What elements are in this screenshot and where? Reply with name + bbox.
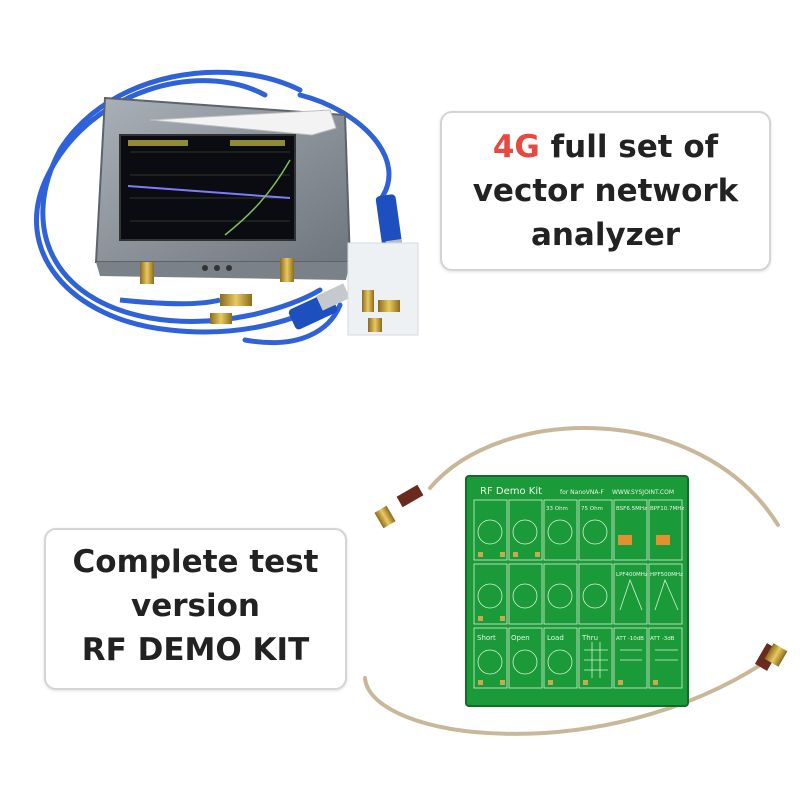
svg-text:LPF400MHz: LPF400MHz [616, 572, 648, 578]
board-website: WWW.SYSJOINT.COM [612, 489, 674, 496]
svg-text:BPF10.7MHz: BPF10.7MHz [650, 506, 684, 512]
svg-text:33 Ohm: 33 Ohm [546, 506, 568, 512]
sma-port-1 [140, 262, 154, 284]
svg-text:BSF6.5MHz: BSF6.5MHz [616, 506, 647, 512]
filter-component [618, 535, 632, 545]
rf-demo-kit: RF Demo Kit for NanoVNA-F WWW.SYSJOINT.C… [363, 426, 788, 736]
svg-text:ATT -10dB: ATT -10dB [616, 636, 644, 642]
board-cell-grid [473, 499, 683, 689]
analyzer-callout: 4G full set of vector network analyzer [440, 111, 771, 271]
demo-kit-callout-line-3: RF DEMO KIT [81, 632, 310, 668]
board-subtitle: for NanoVNA-F [560, 489, 605, 496]
board-cell-labels: 33 Ohm 75 Ohm BSF6.5MHz BPF10.7MHz LPF40… [477, 506, 684, 642]
sma-connector [374, 505, 396, 529]
sma-adapter [362, 290, 374, 312]
demo-kit-callout-line-1: Complete test [72, 544, 319, 580]
svg-text:HPF500MHz: HPF500MHz [650, 572, 683, 578]
sma-port-2 [280, 258, 294, 282]
svg-text:75 Ohm: 75 Ohm [581, 506, 603, 512]
analyzer-callout-line-1-rest: full set of [539, 129, 719, 165]
usb-b-plug [375, 194, 403, 251]
analyzer-callout-line-2: vector network [472, 173, 739, 209]
svg-text:Thru: Thru [581, 634, 598, 642]
svg-text:Open: Open [511, 634, 530, 642]
demo-kit-callout: Complete test version RF DEMO KIT [44, 528, 347, 690]
stylus [149, 109, 337, 136]
demo-kit-callout-line-2: version [131, 588, 260, 624]
board-title: RF Demo Kit [480, 486, 542, 497]
network-analyzer-device [34, 69, 419, 346]
usb-cable [34, 69, 392, 346]
coax-cable [363, 426, 780, 736]
analyzer-callout-line-3: analyzer [530, 217, 681, 253]
adapter-bag [347, 242, 419, 336]
svg-text:ATT -3dB: ATT -3dB [650, 636, 675, 642]
analyzer-callout-line-1: 4G full set of [442, 125, 769, 169]
svg-text:Load: Load [547, 634, 564, 642]
highlight-4g: 4G [492, 129, 540, 165]
svg-text:Short: Short [477, 634, 496, 642]
